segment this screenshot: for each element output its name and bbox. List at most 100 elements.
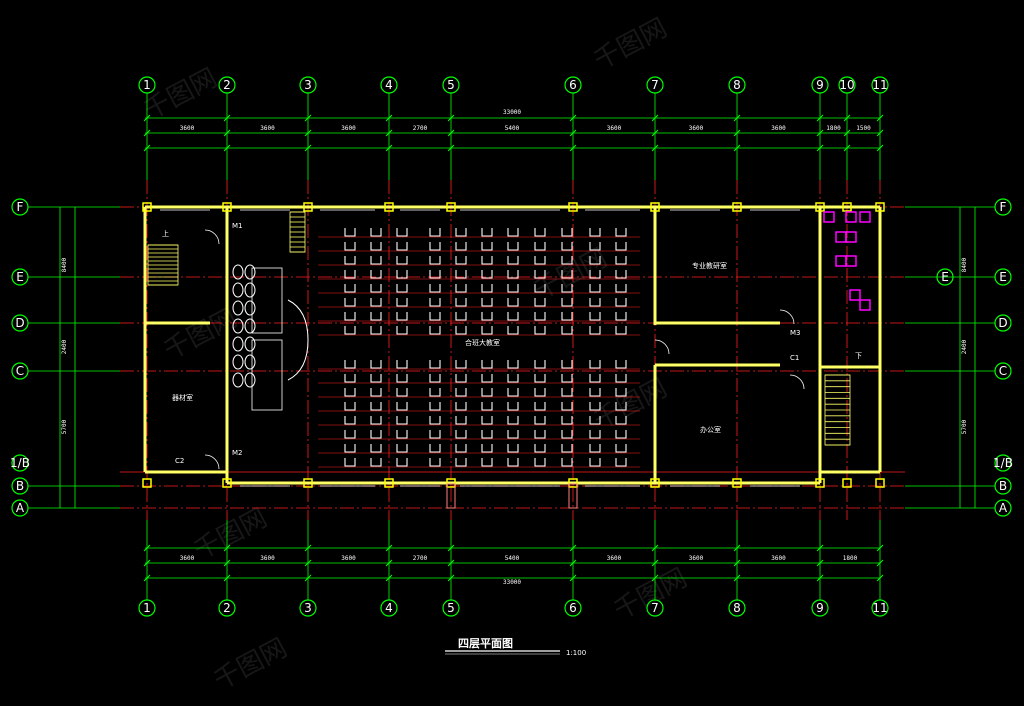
seat <box>561 270 573 279</box>
seat <box>615 312 627 321</box>
seat <box>396 312 408 321</box>
seat <box>507 388 519 397</box>
column <box>303 202 313 212</box>
segment-dimension-top: 3600 <box>607 125 622 132</box>
seat <box>396 360 408 369</box>
segment-dimension-top: 3600 <box>341 125 356 132</box>
seat <box>589 312 601 321</box>
seat <box>615 270 627 279</box>
chair <box>244 300 256 316</box>
seat <box>429 270 441 279</box>
seat <box>534 402 546 411</box>
seat <box>589 388 601 397</box>
axis-bottom-11: 11 <box>872 601 887 615</box>
segment-dimension-bottom: 3600 <box>607 555 622 562</box>
seat <box>534 444 546 453</box>
door-swing <box>204 454 220 470</box>
axis-top-7: 7 <box>651 78 659 92</box>
seat <box>589 458 601 467</box>
column <box>875 202 885 212</box>
label-classroom: 合班大教室 <box>465 338 500 347</box>
seat <box>481 374 493 383</box>
seat <box>507 326 519 335</box>
axis-top-6: 6 <box>569 78 577 92</box>
seat <box>429 228 441 237</box>
seat <box>561 388 573 397</box>
seat <box>589 416 601 425</box>
seat <box>561 444 573 453</box>
toilet-fixture <box>835 255 847 267</box>
column <box>815 478 825 488</box>
segment-dimension-bottom: 3600 <box>341 555 356 562</box>
axis-right-F: F <box>1000 200 1007 214</box>
seat <box>589 242 601 251</box>
axis-top-4: 4 <box>385 78 393 92</box>
axis-left-B: B <box>16 479 24 493</box>
seat <box>589 256 601 265</box>
segment-dimension-bottom: 3600 <box>260 555 275 562</box>
axis-right-e-inner: E <box>941 270 949 284</box>
classroom-seating <box>232 228 640 468</box>
seat <box>344 242 356 251</box>
stair-outline <box>824 374 851 446</box>
seat <box>507 360 519 369</box>
seat <box>481 270 493 279</box>
chair <box>244 264 256 280</box>
seat <box>344 228 356 237</box>
seat <box>615 458 627 467</box>
seat <box>589 430 601 439</box>
column <box>650 478 660 488</box>
label-door: C1 <box>790 354 799 362</box>
chair <box>244 282 256 298</box>
seat <box>370 228 382 237</box>
side-dimension-left: 2400 <box>61 339 68 354</box>
chair <box>232 300 244 316</box>
axis-top-11: 11 <box>872 78 887 92</box>
seat <box>429 326 441 335</box>
side-dimension-right: 2400 <box>961 339 968 354</box>
chair <box>244 318 256 334</box>
seat <box>429 430 441 439</box>
seat <box>534 256 546 265</box>
seat <box>455 256 467 265</box>
seat <box>507 312 519 321</box>
seat <box>615 326 627 335</box>
label-door: M3 <box>790 329 801 337</box>
seat <box>396 430 408 439</box>
seat <box>589 284 601 293</box>
seat <box>561 312 573 321</box>
axis-right-extra-1-circle <box>994 454 1012 472</box>
seat <box>534 430 546 439</box>
seat <box>396 402 408 411</box>
seat <box>481 228 493 237</box>
door-swing <box>204 229 220 245</box>
seat <box>481 430 493 439</box>
seat <box>507 256 519 265</box>
axis-right-B: B <box>999 479 1007 493</box>
seat <box>344 326 356 335</box>
axis-left-A: A <box>16 501 25 515</box>
column <box>732 478 742 488</box>
seat <box>429 284 441 293</box>
seat <box>344 298 356 307</box>
seat <box>370 270 382 279</box>
toilet-fixture <box>845 211 857 223</box>
label-stair-down: 下 <box>855 352 862 360</box>
seat <box>344 284 356 293</box>
seat <box>481 458 493 467</box>
label-office-1: 专业教研室 <box>692 261 727 270</box>
drawing-title: 四层平面图 <box>458 637 513 650</box>
seat <box>589 402 601 411</box>
seat <box>481 312 493 321</box>
seat <box>561 298 573 307</box>
seat <box>615 402 627 411</box>
seat <box>429 242 441 251</box>
axis-bottom-1: 1 <box>143 601 151 615</box>
axis-top-2: 2 <box>223 78 231 92</box>
seat <box>507 270 519 279</box>
side-dimension-right: 8400 <box>961 257 968 272</box>
seat <box>396 444 408 453</box>
label-office-2: 办公室 <box>700 425 721 434</box>
seat <box>481 298 493 307</box>
chair <box>232 354 244 370</box>
